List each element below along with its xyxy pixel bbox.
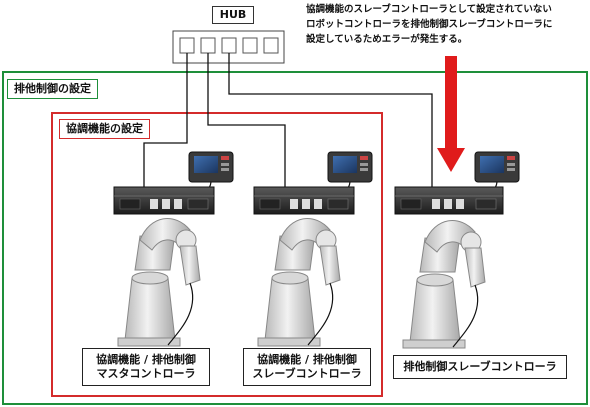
robot-1-label: 協調機能 / 排他制御 マスタコントローラ <box>82 348 210 386</box>
warning-message: 協調機能のスレーブコントローラとして設定されていない ロボットコントローラを排他… <box>306 2 588 47</box>
robot-3-label: 排他制御スレーブコントローラ <box>393 355 567 379</box>
warning-line-3: 設定しているためエラーが発生する。 <box>306 34 468 45</box>
robot-1-label-line-2: マスタコントローラ <box>96 367 196 380</box>
hub-label: HUB <box>212 6 254 24</box>
exclusive-control-group-label: 排他制御の設定 <box>7 79 98 99</box>
warning-line-2: ロボットコントローラを排他制御スレーブコントローラに <box>306 19 553 30</box>
ethernet-cables <box>143 53 433 205</box>
hub-ports <box>179 37 279 54</box>
robot-2-label-line-1: 協調機能 / 排他制御 <box>257 353 357 366</box>
exclusive-control-group-box <box>2 71 588 405</box>
warning-arrow <box>437 56 465 172</box>
cooperative-function-group-box <box>51 112 383 397</box>
robot-system-3 <box>394 151 520 349</box>
robot-system-1 <box>113 151 234 347</box>
robot-1-label-line-1: 協調機能 / 排他制御 <box>96 353 196 366</box>
robot-3-label-line-1: 排他制御スレーブコントローラ <box>403 360 557 373</box>
warning-line-1: 協調機能のスレーブコントローラとして設定されていない <box>306 4 552 15</box>
robot-2-label: 協調機能 / 排他制御 スレーブコントローラ <box>243 348 371 386</box>
robot-2-label-line-2: スレーブコントローラ <box>252 367 362 380</box>
cooperative-function-group-label: 協調機能の設定 <box>59 119 150 139</box>
robot-system-2 <box>253 151 373 347</box>
